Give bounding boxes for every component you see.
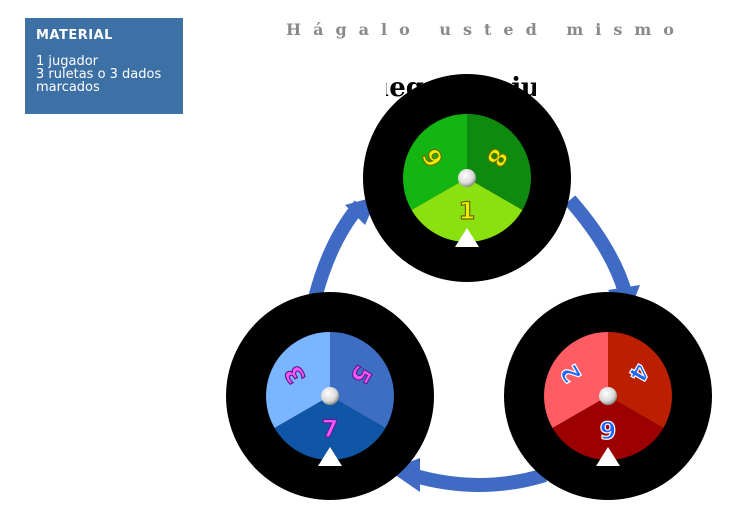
spinner-red-number-3: 9 — [600, 417, 617, 445]
material-box: MATERIAL 1 jugador 3 ruletas o 3 dados m… — [25, 18, 183, 114]
spinner-green-number-3: 1 — [459, 197, 476, 225]
header-title: Hágalo usted mismo — [286, 20, 686, 39]
spinner-red-sector-1 — [608, 332, 672, 428]
spinner-blue-number-3: 7 — [322, 415, 339, 443]
material-line-3: marcados — [36, 80, 100, 95]
overlay-title: Juegan su juego — [356, 73, 592, 103]
spinner-red[interactable]: 4 2 9 — [504, 292, 712, 500]
material-line-1: 1 jugador — [36, 54, 99, 69]
spinner-green-sector-3 — [411, 178, 523, 242]
spinner-blue-sector-3 — [274, 396, 386, 460]
arrow-green-to-red — [564, 195, 632, 295]
arrow-red-to-blue — [410, 468, 548, 492]
arrow-head-red-to-blue — [388, 458, 420, 492]
spinner-red-knob[interactable] — [599, 387, 617, 405]
arrow-blue-to-green — [308, 200, 366, 300]
material-line-2: 3 ruletas o 3 dados — [36, 67, 162, 82]
spinner-red-pointer — [596, 447, 620, 466]
overlay-title-group: Juegan su juego — [356, 73, 592, 103]
spinner-red-sector-2 — [544, 332, 608, 428]
spinner-blue-sector-1 — [330, 332, 394, 428]
material-title: MATERIAL — [36, 28, 113, 43]
spinner-green[interactable]: 8 6 1 — [363, 74, 571, 282]
spinner-green-pointer — [455, 228, 479, 247]
spinner-blue-pointer — [318, 447, 342, 466]
spinner-red-sector-3 — [552, 396, 664, 460]
spinner-blue-knob[interactable] — [321, 387, 339, 405]
spinner-green-knob[interactable] — [458, 169, 476, 187]
spinner-green-sector-1 — [467, 114, 531, 210]
spinner-blue[interactable]: 5 3 7 — [226, 292, 434, 500]
spinner-green-sector-2 — [403, 114, 467, 210]
spinner-blue-sector-2 — [266, 332, 330, 428]
